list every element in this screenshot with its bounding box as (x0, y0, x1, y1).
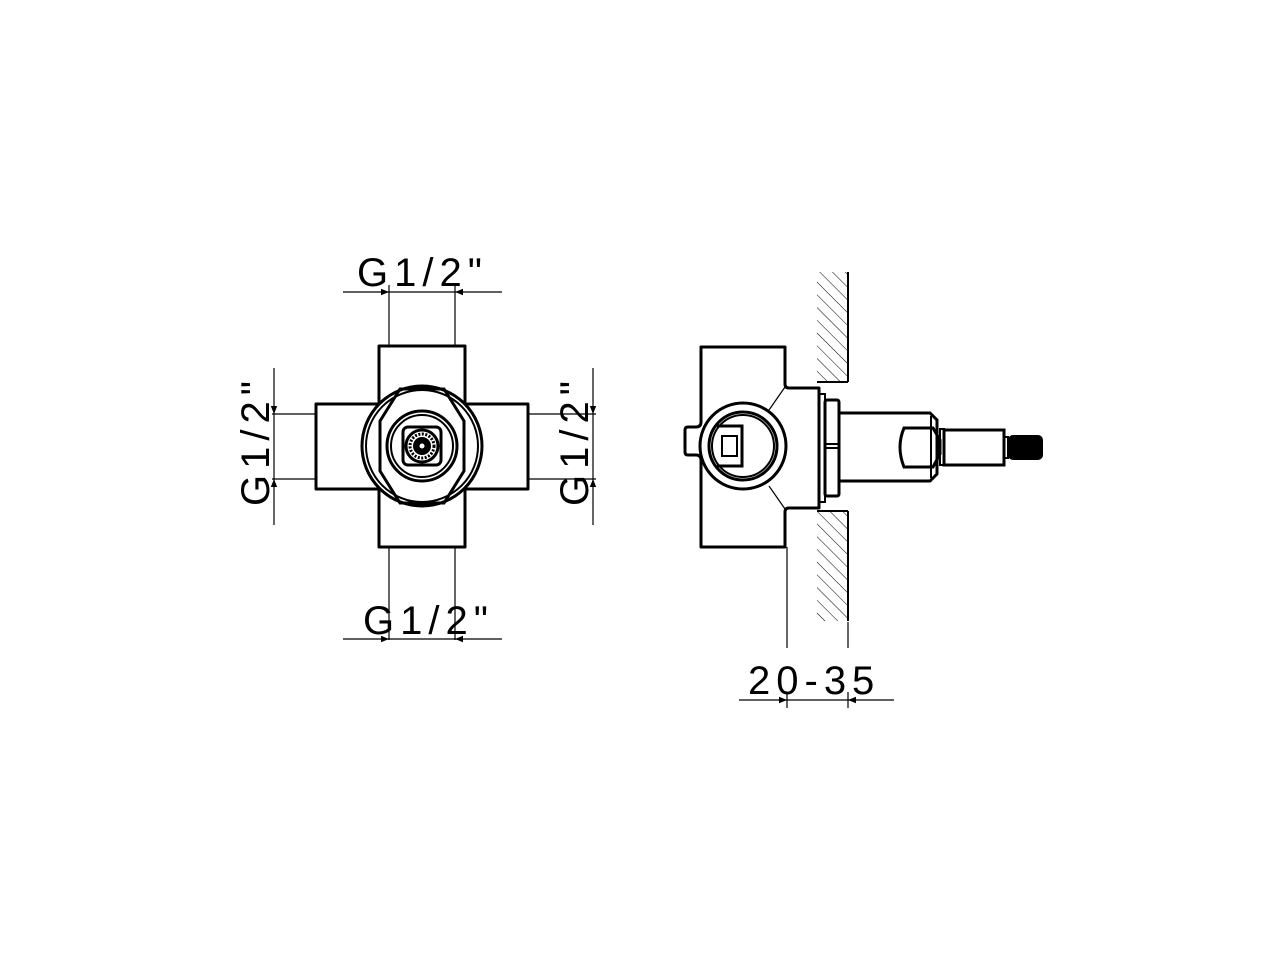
extension-lines (272, 285, 596, 640)
fillet-line-lower (768, 485, 786, 510)
dimension-left: G1/2" (234, 368, 278, 525)
dimension-label-right: G1/2" (553, 375, 597, 506)
dimension-wall-depth: 20-35 (739, 659, 894, 708)
dimension-label-wall-depth: 20-35 (748, 659, 880, 703)
spindle (939, 428, 1043, 467)
wall-section-lower (817, 510, 849, 621)
central-fitting (360, 384, 484, 508)
cartridge-hex (898, 426, 942, 469)
dimension-label-left: G1/2" (234, 375, 278, 506)
cartridge-housing (839, 411, 939, 483)
front-view: G1/2" G1/2" G1/2" G1/2" (234, 251, 597, 643)
dimension-label-bottom: G1/2" (363, 599, 494, 643)
side-port (698, 401, 788, 491)
dimension-bottom: G1/2" (343, 599, 502, 643)
dimension-label-top: G1/2" (357, 251, 488, 295)
hex-nut (818, 393, 841, 503)
dimension-top: G1/2" (343, 251, 502, 296)
side-view: 20-35 (683, 272, 1043, 708)
fillet-line-upper (768, 386, 786, 411)
valve-body-side (683, 345, 821, 549)
dimension-right: G1/2" (553, 368, 597, 525)
wall-section-upper (817, 272, 849, 383)
